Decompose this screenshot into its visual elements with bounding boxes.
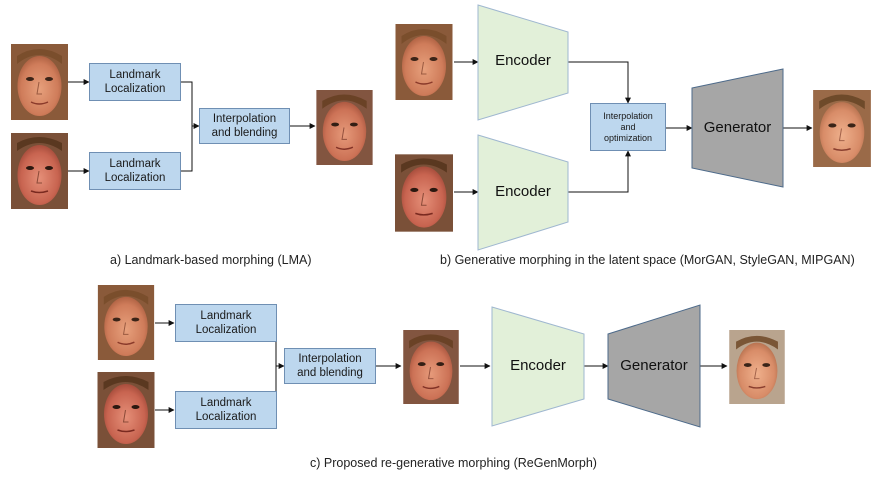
face-generated-b — [813, 90, 871, 167]
interpolation-optimization-box-b: Interpolation and optimization — [590, 103, 666, 151]
face-subject-2-b — [395, 154, 453, 232]
arrow-b-encoder1-to-interp — [568, 61, 631, 104]
caption-a: a) Landmark-based morphing (LMA) — [110, 253, 312, 267]
encoder-b-bottom-shape — [477, 134, 569, 251]
encoder-label-c: Encoder — [510, 357, 566, 374]
interp-label-a: Interpolation and blending — [211, 113, 278, 139]
generator-label-c: Generator — [620, 357, 688, 374]
encoder-c-shape — [491, 306, 585, 427]
face-morph-c — [403, 330, 459, 404]
caption-b: b) Generative morphing in the latent spa… — [440, 253, 855, 267]
landmark-label-a-bottom: Landmark Localization — [104, 158, 166, 184]
face-morph-a — [316, 90, 373, 165]
landmark-label-c-top: Landmark Localization — [195, 310, 257, 336]
panel-a-connectors — [68, 79, 316, 174]
landmark-localization-box-a-top: Landmark Localization — [89, 63, 181, 101]
face-subject-2-a — [11, 133, 68, 209]
landmark-localization-box-c-top: Landmark Localization — [175, 304, 277, 342]
caption-c: c) Proposed re-generative morphing (ReGe… — [310, 456, 597, 470]
interp-label-c: Interpolation and blending — [297, 353, 363, 379]
landmark-localization-box-a-bottom: Landmark Localization — [89, 152, 181, 190]
arrow-b-encoder2-to-interp — [568, 150, 631, 193]
merge-a-bracket — [181, 81, 193, 172]
interpolation-blending-box-c: Interpolation and blending — [284, 348, 376, 384]
interpolation-blending-box-a: Interpolation and blending — [199, 108, 290, 144]
landmark-label-c-bottom: Landmark Localization — [195, 397, 257, 423]
encoder-b-top-shape — [477, 4, 569, 121]
generator-c-shape — [607, 304, 701, 428]
landmark-localization-box-c-bottom: Landmark Localization — [175, 391, 277, 429]
face-subject-1-b — [395, 24, 453, 100]
face-regenerated-c — [729, 330, 785, 404]
panel-b-connectors — [454, 59, 813, 195]
interp-label-b: Interpolation and optimization — [603, 110, 653, 143]
landmark-label-a-top: Landmark Localization — [104, 69, 166, 95]
generator-label-b: Generator — [703, 119, 772, 136]
generator-b-shape — [691, 68, 784, 188]
encoder-label-b-top: Encoder — [495, 52, 551, 69]
face-subject-2-c — [97, 372, 155, 448]
encoder-label-b-bottom: Encoder — [495, 183, 551, 200]
face-subject-1-c — [97, 285, 155, 360]
face-subject-1-a — [11, 44, 68, 120]
